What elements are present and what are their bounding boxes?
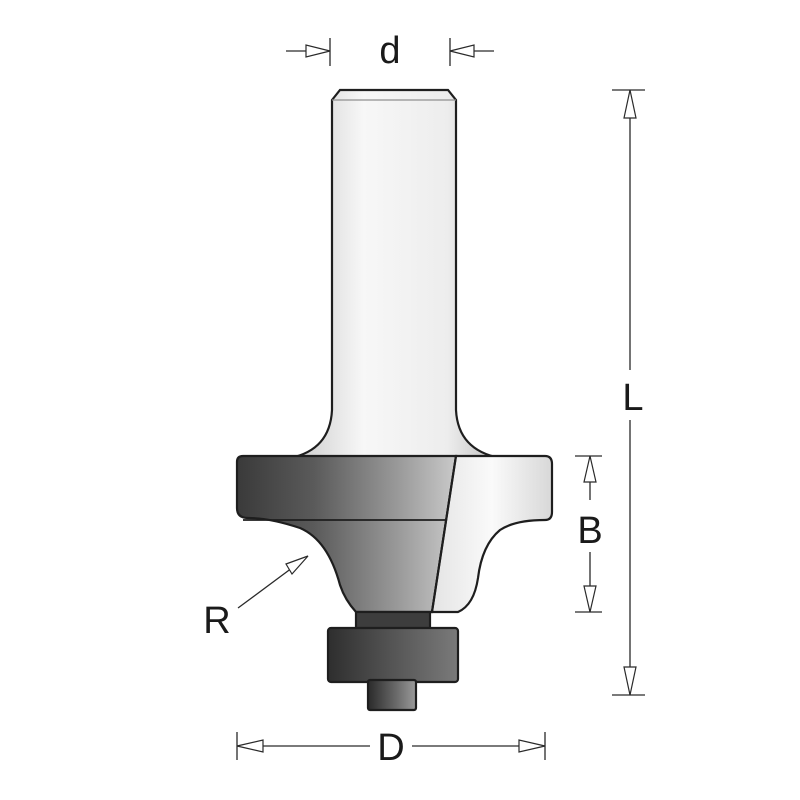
arrowhead: [518, 739, 546, 753]
label-D: D: [377, 727, 404, 769]
cutter-wing-light: [430, 454, 554, 614]
label-R: R: [203, 600, 230, 642]
dimension-d: d: [286, 30, 494, 72]
arrowhead: [449, 44, 475, 58]
dimension-D: D: [236, 727, 546, 769]
label-B: B: [577, 510, 602, 552]
bearing: [326, 610, 460, 712]
bearing-ring: [326, 626, 460, 684]
dimension-B: B: [575, 455, 603, 613]
shank: [289, 88, 501, 460]
arrowhead: [623, 666, 637, 696]
label-d: d: [379, 30, 400, 72]
dimension-L: L: [612, 89, 645, 696]
label-L: L: [622, 377, 643, 419]
dimension-R: R: [203, 555, 309, 642]
arrowhead: [583, 585, 597, 613]
arrowhead: [236, 739, 264, 753]
cutter-wing-dark: [235, 454, 458, 614]
arrowhead: [583, 455, 597, 483]
arrowhead: [285, 555, 309, 576]
arrowhead: [623, 89, 637, 119]
arrowhead: [305, 44, 331, 58]
bearing-pin: [366, 678, 418, 712]
cutter-body: [235, 454, 554, 614]
